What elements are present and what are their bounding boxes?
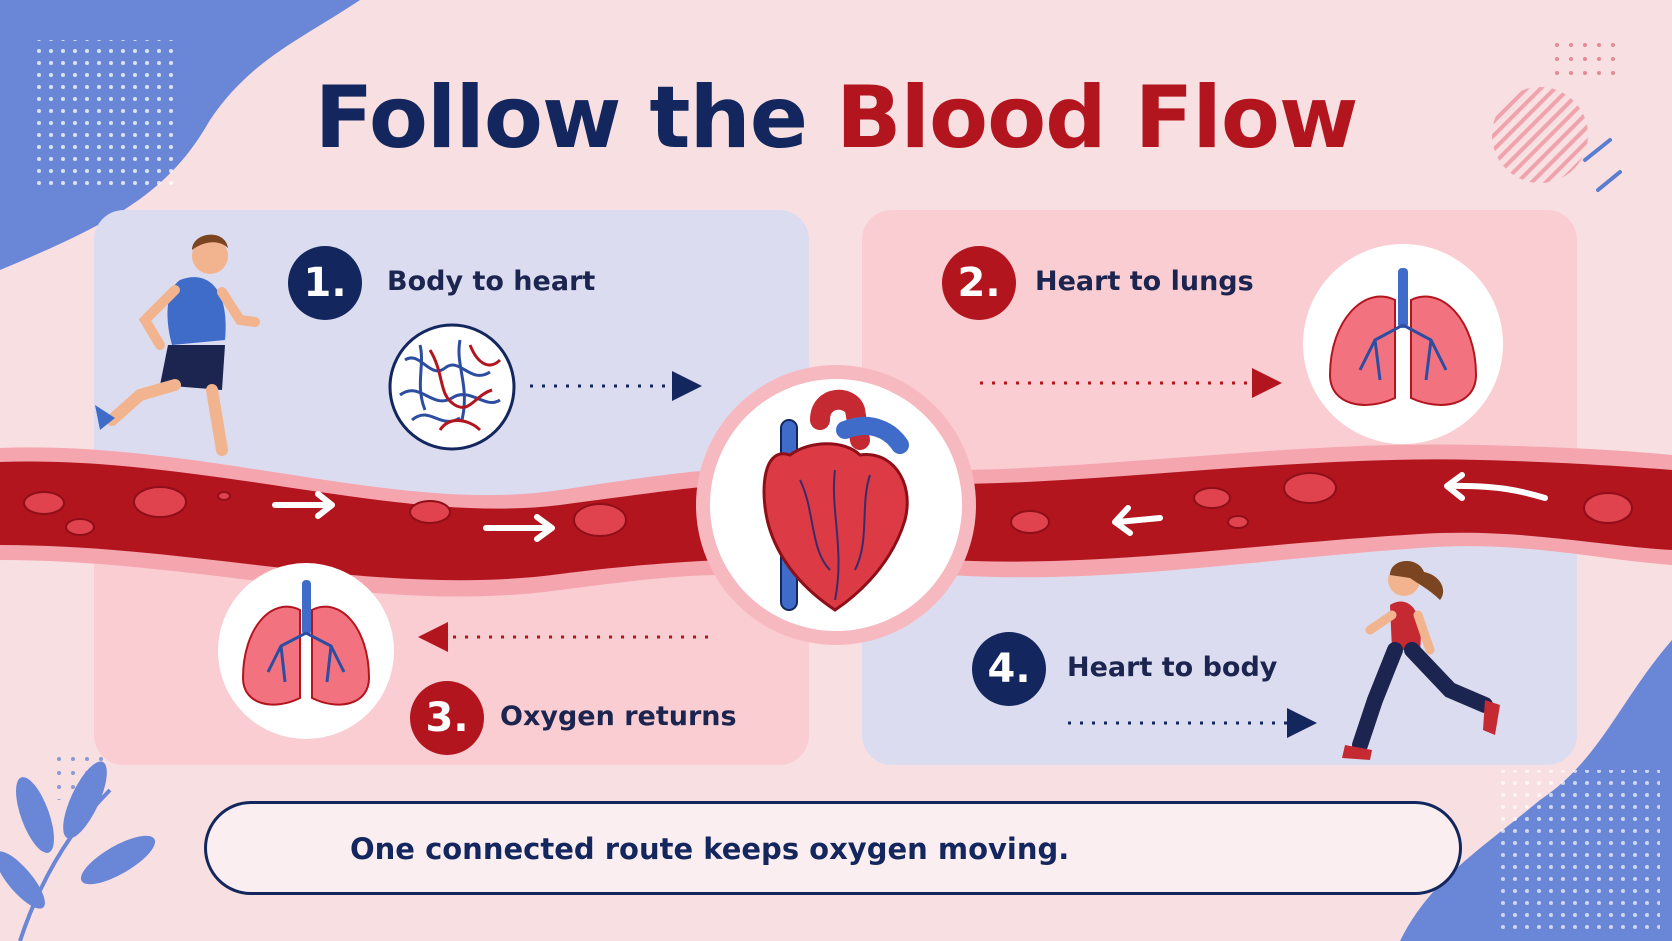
footer-text: One connected route keeps oxygen moving. — [350, 832, 1070, 866]
flow-arrows — [272, 472, 1548, 542]
lungs-icon-top — [1303, 244, 1503, 444]
step-1-label: Body to heart — [387, 266, 596, 297]
page-title: Follow the Blood Flow — [0, 68, 1672, 168]
step-3-label: Oxygen returns — [500, 701, 737, 732]
blood-vessel — [0, 461, 720, 581]
title-part-2: Blood Flow — [835, 68, 1358, 168]
step-4-number-badge: 4. — [972, 632, 1046, 706]
step-2-number-badge: 2. — [942, 246, 1016, 320]
heart-icon — [696, 365, 976, 645]
dot-pattern-top-left — [30, 40, 180, 190]
blood-cells — [23, 472, 1633, 537]
step-3-number-badge: 3. — [410, 681, 484, 755]
footer-banner: One connected route keeps oxygen moving. — [204, 801, 1462, 895]
title-part-1: Follow the — [314, 68, 808, 168]
capillary-icon — [388, 323, 516, 451]
lungs-icon-bottom — [218, 563, 394, 739]
step-1-number-badge: 1. — [288, 246, 362, 320]
stripe-circle — [1492, 87, 1588, 183]
runner-woman-illustration — [1342, 561, 1500, 760]
step-4-label: Heart to body — [1067, 652, 1278, 683]
dot-pattern-top-right — [1545, 35, 1625, 85]
step-2-label: Heart to lungs — [1035, 266, 1254, 297]
runner-man-illustration — [95, 234, 260, 456]
leaf-decoration — [0, 761, 156, 941]
